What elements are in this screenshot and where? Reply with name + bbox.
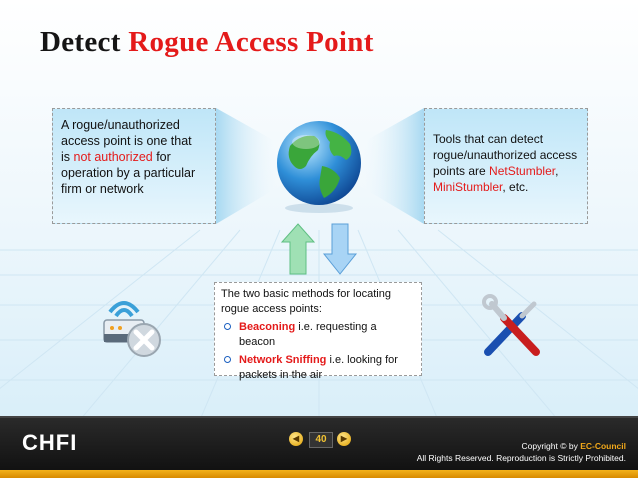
not-authorized-highlight: not authorized	[73, 150, 153, 164]
prev-page-button[interactable]: ◀	[289, 432, 303, 446]
method-term: Network Sniffing	[239, 354, 327, 366]
tools-line: points are NetStumbler,	[433, 163, 579, 179]
pager: ◀ 40 ▶	[289, 432, 351, 450]
footer-accent-bar	[0, 470, 638, 478]
beams	[216, 108, 424, 224]
definition-line: access point is one that	[61, 134, 192, 148]
definition-box: A rogue/unauthorized access point is one…	[52, 108, 216, 224]
definition-text: is	[61, 150, 74, 164]
definition-line: A rogue/unauthorized	[61, 118, 180, 132]
copyright-line: Copyright © by EC-Council	[417, 440, 626, 452]
method-desc: i.e. looking for	[326, 354, 398, 366]
definition-text: for	[152, 150, 171, 164]
methods-intro: rogue access points:	[221, 303, 322, 315]
ec-council-brand: EC-Council	[580, 441, 626, 451]
tools-line: rogue/unauthorized access	[433, 148, 578, 162]
arrow-down-icon	[322, 223, 358, 275]
copyright-prefix: Copyright © by	[521, 441, 581, 451]
bullet-icon	[224, 356, 231, 363]
next-page-button[interactable]: ▶	[337, 432, 351, 446]
wireless-router-icon	[103, 301, 161, 357]
method-desc: i.e. requesting a beacon	[239, 321, 377, 348]
tools-text: ,	[555, 164, 559, 178]
page-title: Detect Rogue Access Point	[40, 26, 374, 59]
page-number: 40	[309, 432, 333, 448]
tools-box: Tools that can detect rogue/unauthorized…	[424, 108, 588, 224]
tools-text: points are	[433, 164, 490, 178]
copyright-notice: Copyright © by EC-Council All Rights Res…	[417, 440, 626, 464]
tools-line: MiniStumbler, etc.	[433, 179, 579, 195]
rights-line: All Rights Reserved. Reproduction is Str…	[416, 453, 626, 463]
arrows	[280, 223, 358, 275]
title-part-red: Rogue Access Point	[128, 26, 374, 58]
netstumbler-highlight: NetStumbler	[489, 164, 556, 178]
arrow-up-icon	[280, 223, 316, 275]
tools-text: , etc.	[502, 180, 529, 194]
ministumbler-highlight: MiniStumbler	[433, 180, 503, 194]
tools-icon	[482, 294, 540, 356]
method-term: Beaconing	[239, 321, 296, 333]
title-part-dark: Detect	[40, 26, 121, 58]
bullet-icon	[224, 323, 231, 330]
methods-box: The two basic methods for locating rogue…	[214, 282, 422, 381]
method-item-beaconing: Beaconing i.e. requesting a beacon	[221, 320, 415, 350]
chfi-logo: CHFI	[22, 430, 78, 455]
definition-line: is not authorized for	[61, 149, 207, 165]
globe-icon	[277, 121, 361, 213]
method-desc: packets in the air	[239, 369, 323, 381]
definition-line: operation by a particular	[61, 166, 196, 180]
methods-intro: The two basic methods for locating	[221, 288, 391, 300]
tools-line: Tools that can detect	[433, 132, 544, 146]
definition-line: firm or network	[61, 182, 144, 196]
footer	[0, 416, 638, 478]
